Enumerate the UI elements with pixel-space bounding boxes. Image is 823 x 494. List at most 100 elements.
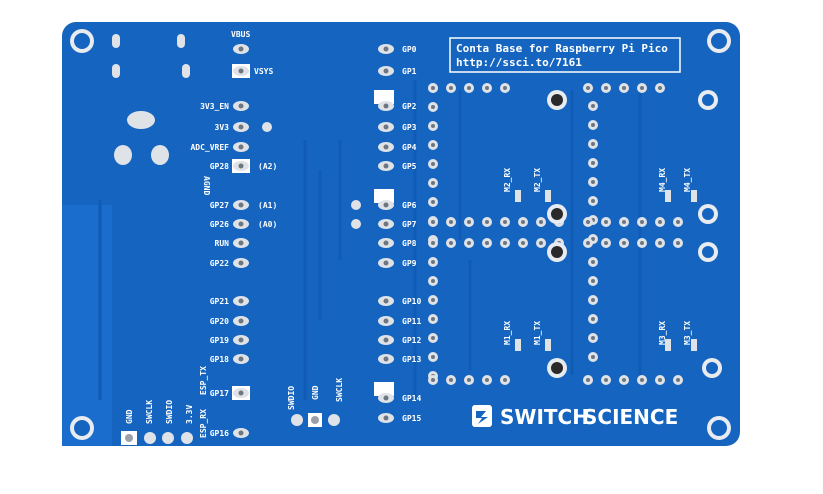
pin-label: GP9 — [402, 259, 417, 268]
pin-label: GP4 — [402, 143, 417, 152]
esp-tx-label: ESP_TX — [199, 366, 208, 395]
module-pad-hole — [467, 220, 471, 224]
module-pad-hole — [431, 279, 435, 283]
usb-pads — [112, 34, 190, 165]
module-pad-hole — [431, 355, 435, 359]
smd-resistor — [665, 339, 671, 351]
bottom-left-pads — [121, 431, 193, 445]
module-pad-hole — [503, 220, 507, 224]
pin-hole — [238, 221, 244, 227]
module-pad-hole — [640, 220, 644, 224]
module-pad-hole — [449, 378, 453, 382]
m4-tx-label: M4_TX — [683, 168, 692, 192]
pin-hole — [383, 163, 389, 169]
bottom-left-labels: GND SWCLK SWDIO 3.3V — [125, 400, 194, 424]
pin-label-vbus: VBUS — [231, 30, 250, 39]
smd-resistor — [545, 339, 551, 351]
pin-label: GP26 — [210, 220, 229, 229]
pin-hole — [238, 163, 244, 169]
pin-label: GP18 — [210, 355, 229, 364]
module-pad-hole — [431, 378, 435, 382]
module-pad-hole — [431, 181, 435, 185]
pin-hole — [383, 46, 389, 52]
module-pad-hole — [586, 86, 590, 90]
pin-label: 3V3_EN — [200, 102, 229, 111]
pico-right-labels: GP0GP1GP2GP3GP4GP5GP6GP7GP8GP9GP10GP11GP… — [402, 45, 421, 423]
module-pad-hole — [640, 378, 644, 382]
module-pad-hole — [591, 336, 595, 340]
module-pad-hole — [431, 298, 435, 302]
jumper-pad — [351, 200, 361, 210]
bl-swclk: SWCLK — [145, 400, 154, 424]
pin-hole — [383, 124, 389, 130]
pin-hole — [238, 202, 244, 208]
swdio-label: SWDIO — [287, 386, 296, 410]
module-pad-hole — [521, 220, 525, 224]
pin-hole — [383, 202, 389, 208]
pin-label: GP1 — [402, 67, 417, 76]
smd-resistor — [691, 339, 697, 351]
pin-hole — [383, 103, 389, 109]
pcb-left-notch — [62, 205, 112, 446]
pin-hole — [238, 103, 244, 109]
module-pad-hole — [622, 220, 626, 224]
pin-hole — [238, 298, 244, 304]
pin-label: GP6 — [402, 201, 417, 210]
module-pad-hole — [521, 241, 525, 245]
module-pad-hole — [591, 199, 595, 203]
swclk-label: SWCLK — [335, 378, 344, 402]
pin-label: GP5 — [402, 162, 417, 171]
module-pad-hole — [622, 378, 626, 382]
smd-resistor — [515, 190, 521, 202]
module-pad-hole — [586, 220, 590, 224]
module-pad-hole — [431, 200, 435, 204]
pin-hole — [238, 318, 244, 324]
module-pad-hole — [449, 241, 453, 245]
pin-label: GP15 — [402, 414, 421, 423]
pin-label: GP7 — [402, 220, 417, 229]
module-pad-hole — [591, 161, 595, 165]
module-pad-hole — [676, 378, 680, 382]
module-pad-hole — [503, 241, 507, 245]
smd-resistor — [691, 190, 697, 202]
gnd-pad-square — [374, 90, 394, 104]
pico-left-header — [232, 44, 272, 438]
module-pad-hole — [591, 298, 595, 302]
module-pad-hole — [622, 241, 626, 245]
module-pad-hole — [485, 220, 489, 224]
module-pad-hole — [485, 86, 489, 90]
module-pad-hole — [640, 86, 644, 90]
m2-rx-label: M2_RX — [503, 168, 512, 192]
pin-hole — [238, 390, 244, 396]
pin-label: GP14 — [402, 394, 421, 403]
m3-rx-label: M3_RX — [658, 321, 667, 345]
module-pad-hole — [467, 241, 471, 245]
pin-hole — [383, 415, 389, 421]
pin-hole — [383, 298, 389, 304]
module-pad-hole — [604, 86, 608, 90]
debug-labels: SWDIO GND SWCLK — [287, 378, 344, 410]
module-pad-hole — [591, 317, 595, 321]
board-url: http://ssci.to/7161 — [456, 56, 582, 69]
pin-label: 3V3 — [215, 123, 230, 132]
module-pad-hole — [431, 124, 435, 128]
gnd-pad-square — [374, 189, 394, 203]
pin-label: GP17 — [210, 389, 229, 398]
adc-test-pad — [262, 122, 272, 132]
module-mount-holes — [547, 90, 722, 378]
module-pad-hole — [591, 260, 595, 264]
module-pad-hole — [431, 220, 435, 224]
m3-tx-label: M3_TX — [683, 321, 692, 345]
m4-rx-label: M4_RX — [658, 168, 667, 192]
module-pad-hole — [591, 279, 595, 283]
module-pad-hole — [431, 241, 435, 245]
pin-hole — [383, 144, 389, 150]
pin-label: GP11 — [402, 317, 421, 326]
pin-hole — [383, 395, 389, 401]
pin-hole — [383, 68, 389, 74]
pin-hole — [238, 337, 244, 343]
pin-hole — [383, 356, 389, 362]
pin-label: GP8 — [402, 239, 417, 248]
pin-hole — [238, 68, 244, 74]
module-pad-hole — [503, 86, 507, 90]
